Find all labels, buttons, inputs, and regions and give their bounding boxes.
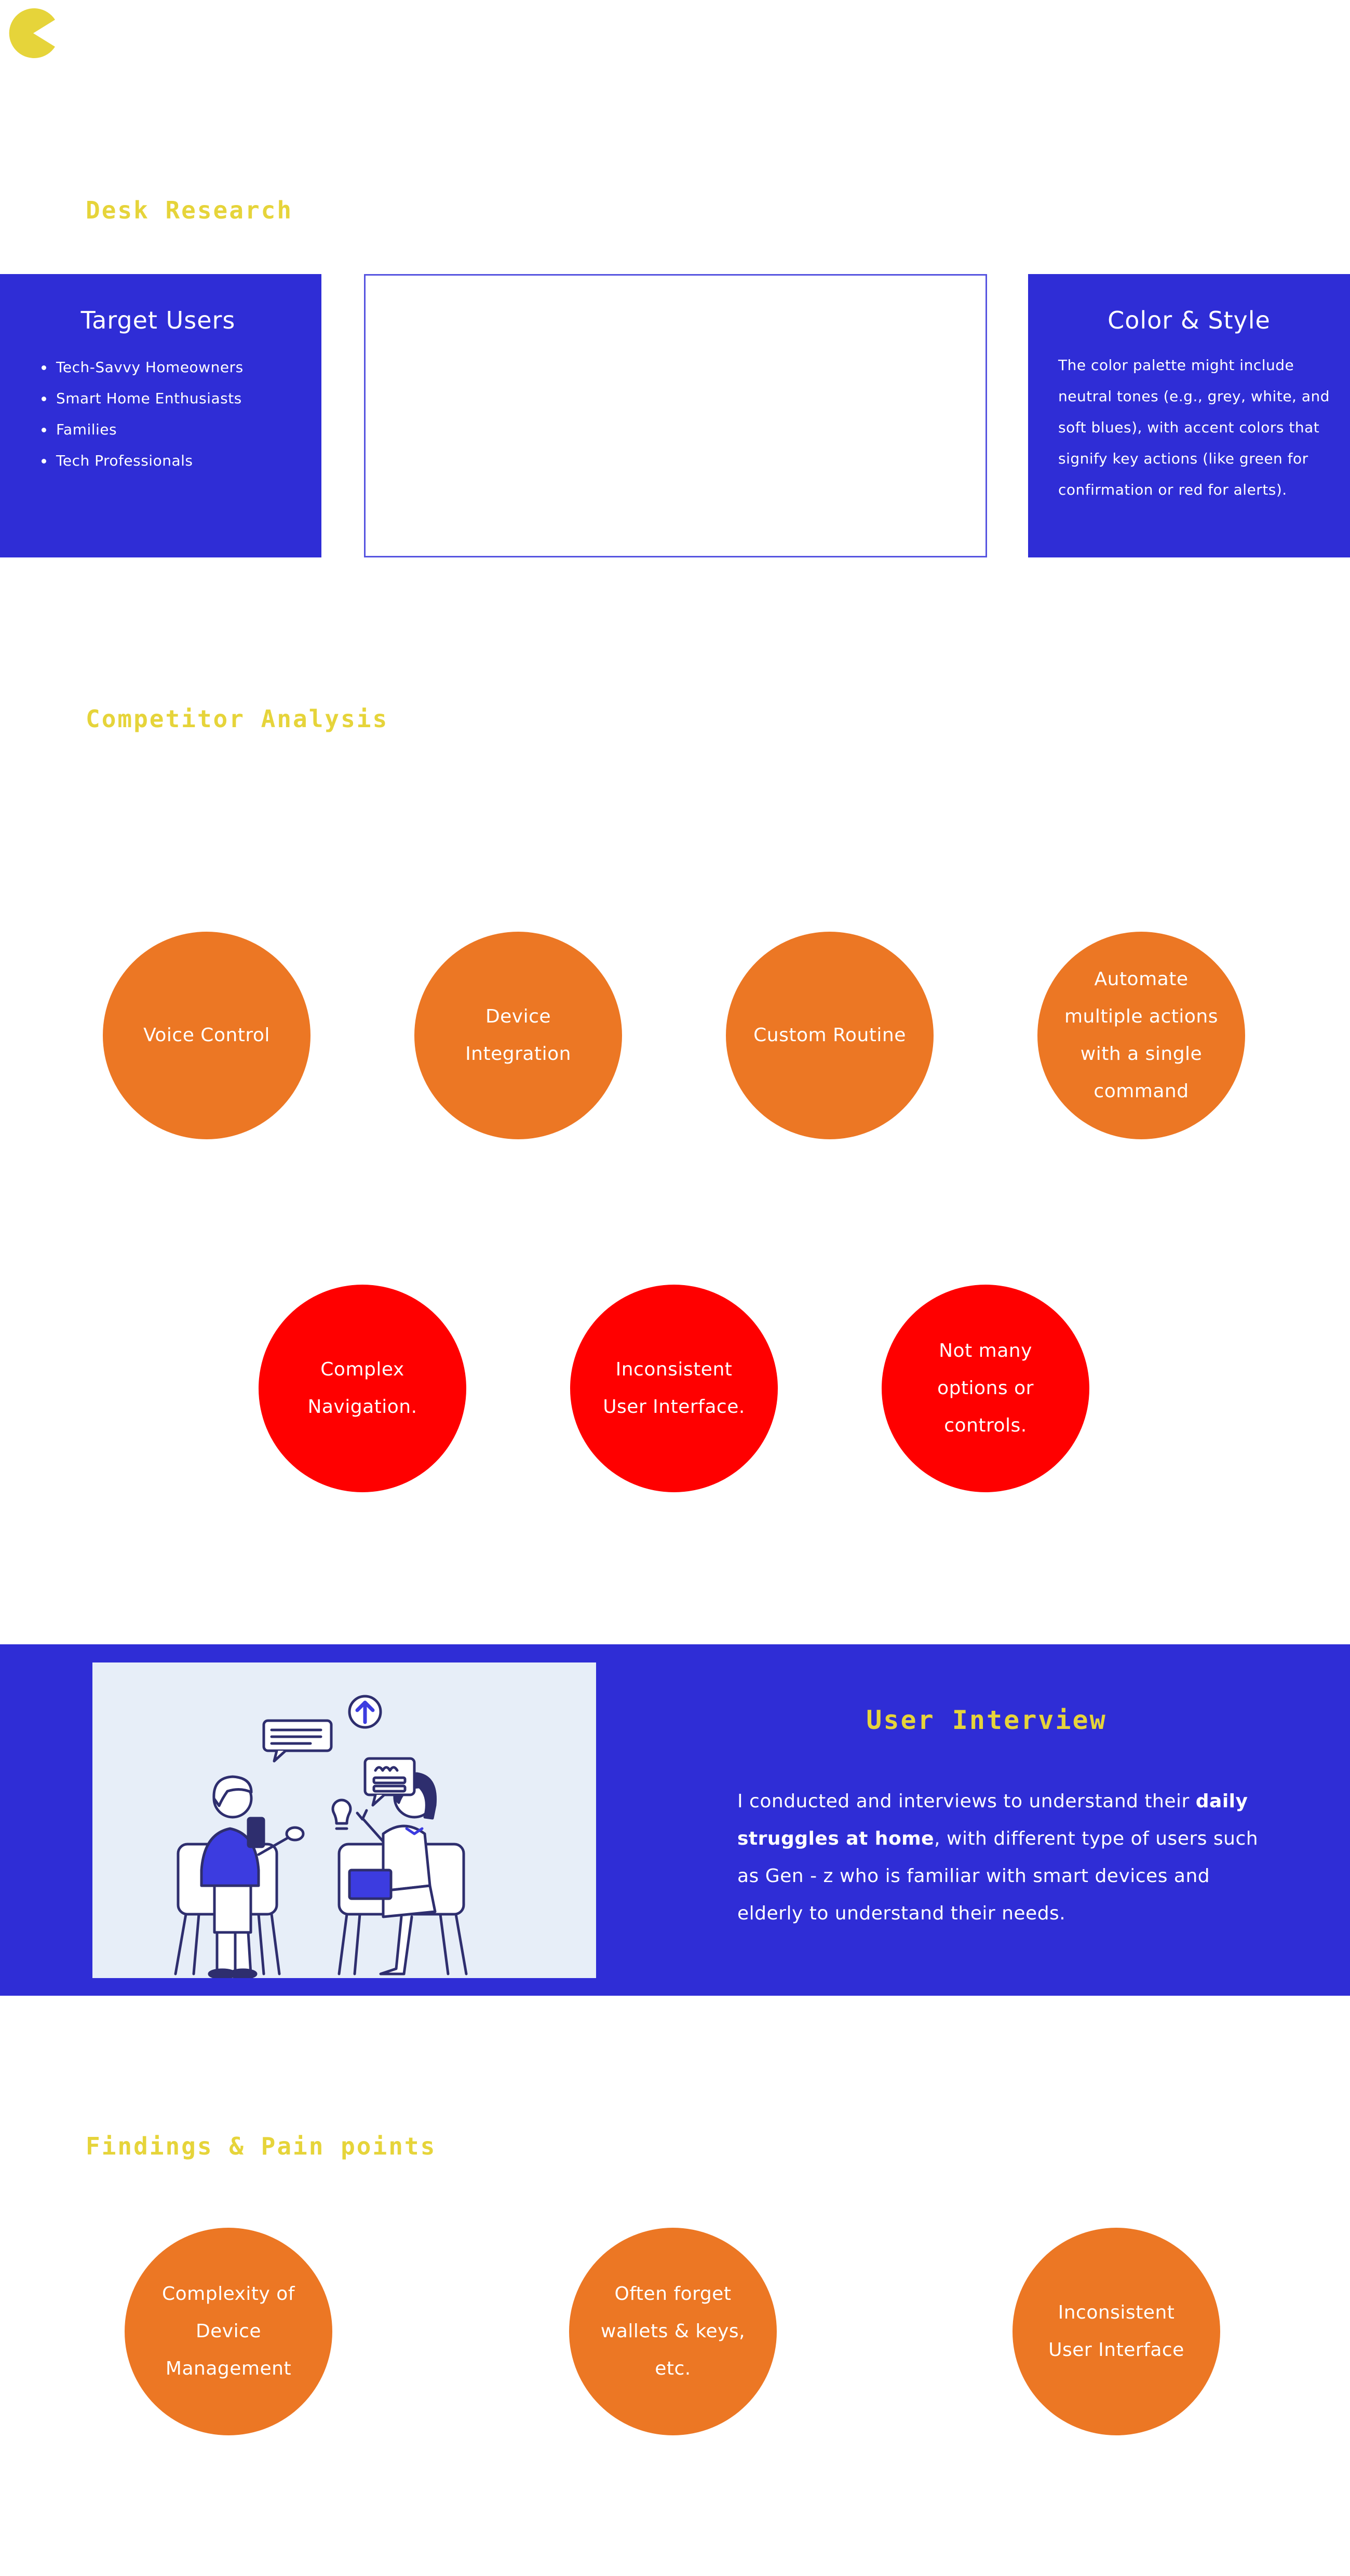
list-item: Tech-Savvy Homeowners (54, 352, 321, 383)
section-title-desk-research: Desk Research (86, 196, 293, 224)
target-users-card: Target Users Tech-Savvy Homeowners Smart… (0, 274, 321, 557)
target-users-title: Target Users (80, 306, 236, 334)
color-style-text: The color palette might include neutral … (1058, 357, 1330, 498)
list-item: Tech Professionals (54, 445, 321, 476)
strength-circle: Device Integration (414, 932, 622, 1139)
interview-illustration-icon (174, 1695, 468, 1980)
interview-text-emphasis: daily struggles at home (737, 1791, 1248, 1849)
interview-text-part: , with different type of users such as G… (737, 1828, 1259, 1924)
finding-circle: Often forget wallets & keys, etc. (569, 2228, 777, 2435)
strength-circle: Automate multiple actions with a single … (1037, 932, 1245, 1139)
list-item: Smart Home Enthusiasts (54, 383, 321, 414)
target-users-list: Tech-Savvy Homeowners Smart Home Enthusi… (31, 352, 321, 476)
interview-illustration (92, 1662, 596, 1980)
weakness-circle: Not many options or controls. (882, 1285, 1089, 1492)
section-title-user-interview: User Interview (866, 1705, 1107, 1735)
finding-circle: Complexity of Device Management (125, 2228, 332, 2435)
list-item: Families (54, 414, 321, 445)
color-style-title: Color & Style (1108, 306, 1271, 334)
section-title-competitor-analysis: Competitor Analysis (86, 705, 389, 733)
weakness-circle: Complex Navigation. (259, 1285, 466, 1492)
strength-circle: Voice Control (103, 932, 310, 1139)
user-interview-text: I conducted and interviews to understand… (737, 1783, 1262, 1932)
strength-circle: Custom Routine (726, 932, 934, 1139)
pacman-logo-icon (9, 8, 56, 59)
weakness-circle: Inconsistent User Interface. (570, 1285, 778, 1492)
color-style-card: Color & Style The color palette might in… (1028, 274, 1350, 557)
finding-circle: Inconsistent User Interface (1013, 2228, 1220, 2435)
section-title-findings: Findings & Pain points (86, 2132, 437, 2160)
interview-text-part: I conducted and interviews to understand… (737, 1791, 1196, 1812)
image-placeholder-frame (364, 274, 987, 557)
